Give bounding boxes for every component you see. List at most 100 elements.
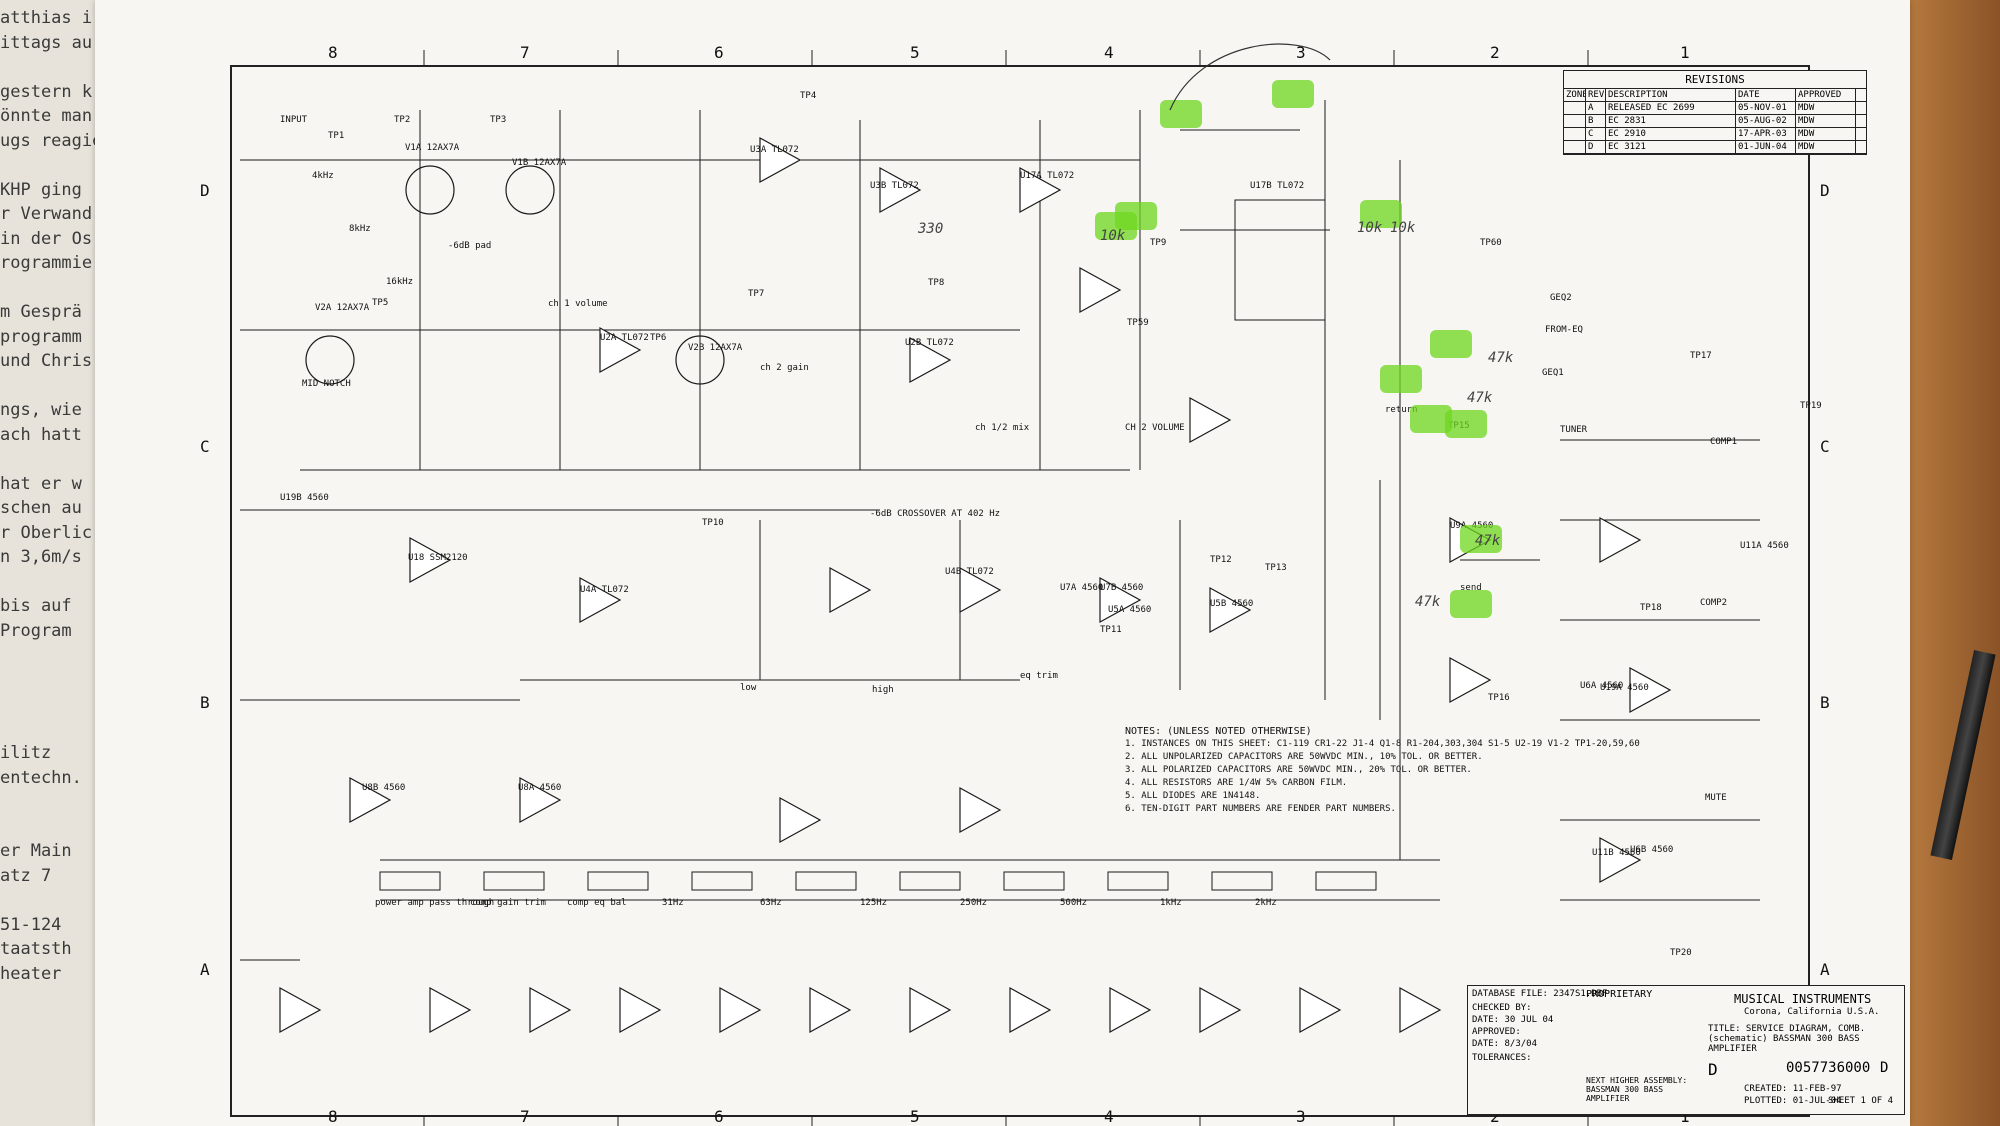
letter-line: heater <box>0 963 62 984</box>
letter-line: ngs, wie <box>0 400 82 420</box>
component-label: 4kHz <box>312 171 334 181</box>
letter-line: hat er w <box>0 473 82 494</box>
eq-slider-pot <box>1211 871 1273 891</box>
revision-cell: EC 2831 <box>1606 115 1736 127</box>
letter-line: schen au <box>0 498 82 518</box>
letter-line: atz 7 <box>0 865 52 886</box>
op-amp-symbol <box>909 336 952 384</box>
op-amp-symbol <box>719 986 762 1034</box>
letter-line: ugs reagier <box>0 130 105 151</box>
note-item: 3. ALL POLARIZED CAPACITORS ARE 50WVDC M… <box>1125 765 1472 775</box>
component-label: V2A 12AX7A <box>315 303 370 313</box>
letter-line: ilitz <box>0 743 52 763</box>
component-label: U2B TL072 <box>905 338 954 348</box>
sheet-number: SHEET 1 OF 4 <box>1828 1096 1894 1106</box>
zone-label-right: D <box>1820 181 1830 200</box>
eq-slider-pot <box>587 871 649 891</box>
component-label: TP13 <box>1265 563 1287 573</box>
eq-slider-pot <box>899 871 961 891</box>
component-label: U11A 4560 <box>1740 541 1789 551</box>
revision-cell: RELEASED EC 2699 <box>1606 102 1736 114</box>
eq-slider-pot <box>1003 871 1065 891</box>
component-label: TP6 <box>650 333 666 343</box>
zone-label-bottom: 7 <box>520 1107 530 1126</box>
op-amp-symbol <box>829 566 872 614</box>
zone-label-top: 8 <box>328 43 338 62</box>
note-item: 1. INSTANCES ON THIS SHEET: C1-119 CR1-2… <box>1125 739 1640 749</box>
component-label: TP19 <box>1800 401 1822 411</box>
op-amp-symbol <box>519 776 562 824</box>
letter-line: Program <box>0 620 72 641</box>
note-item: 6. TEN-DIGIT PART NUMBERS ARE FENDER PAR… <box>1125 804 1396 814</box>
component-label: U7A 4560 <box>1060 583 1103 593</box>
green-highlight <box>1410 405 1452 433</box>
component-label: TP18 <box>1640 603 1662 613</box>
component-label: U5B 4560 <box>1210 599 1253 609</box>
company-name: MUSICAL INSTRUMENTS <box>1734 992 1872 1006</box>
component-label: ch 1 volume <box>548 299 608 309</box>
component-label: TP3 <box>490 115 506 125</box>
component-label: TP1 <box>328 131 344 141</box>
op-amp-symbol <box>959 786 1002 834</box>
revision-cell <box>1564 102 1586 114</box>
op-amp-symbol <box>579 576 622 624</box>
op-amp-symbol <box>599 326 642 374</box>
revision-cell: EC 2910 <box>1606 128 1736 140</box>
zone-label-top: 6 <box>714 43 724 62</box>
eq-slider-pot <box>1107 871 1169 891</box>
notes-list: 1. INSTANCES ON THIS SHEET: C1-119 CR1-2… <box>1125 738 1645 816</box>
zone-label-top: 4 <box>1104 43 1114 62</box>
op-amp-symbol <box>759 136 802 184</box>
revision-cell: 05-NOV-01 <box>1736 102 1796 114</box>
zone-label-bottom: 1 <box>1680 1107 1690 1126</box>
revision-cell <box>1564 128 1586 140</box>
component-label: U4A TL072 <box>580 585 629 595</box>
op-amp-symbol <box>1599 516 1642 564</box>
ic-u18-body <box>1234 199 1326 321</box>
component-label: GEQ1 <box>1542 368 1564 378</box>
component-label: 500Hz <box>1060 898 1087 908</box>
component-label: 8kHz <box>349 224 371 234</box>
component-label: U6B 4560 <box>1630 845 1673 855</box>
green-highlight <box>1445 410 1487 438</box>
revision-cell: 05-AUG-02 <box>1736 115 1796 127</box>
op-amp-symbol <box>909 986 952 1034</box>
zone-label-left: D <box>200 181 210 200</box>
component-label: U3B TL072 <box>870 181 919 191</box>
letter-line: atthias i <box>0 8 93 28</box>
component-label: TP16 <box>1488 693 1510 703</box>
op-amp-symbol <box>1449 656 1492 704</box>
op-amp-symbol <box>529 986 572 1034</box>
green-highlight <box>1160 100 1202 128</box>
zone-label-left: C <box>200 437 210 456</box>
op-amp-symbol <box>1399 986 1442 1034</box>
component-label: TP60 <box>1480 238 1502 248</box>
revision-letter: D <box>1880 1060 1889 1076</box>
letter-line: rogrammie <box>0 253 93 273</box>
op-amp-symbol <box>409 536 452 584</box>
op-amp-symbol <box>879 166 922 214</box>
notes-title: NOTES: (UNLESS NOTED OTHERWISE) <box>1125 726 1312 737</box>
vacuum-tube-symbol <box>305 335 355 385</box>
handwritten-annotation: 47k <box>1467 390 1493 406</box>
green-highlight <box>1380 365 1422 393</box>
vacuum-tube-symbol <box>675 335 725 385</box>
zone-label-bottom: 5 <box>910 1107 920 1126</box>
component-label: TP8 <box>928 278 944 288</box>
zone-label-right: C <box>1820 437 1830 456</box>
zone-label-top: 2 <box>1490 43 1500 62</box>
crossover-label: -6dB CROSSOVER AT 402 Hz <box>870 509 1000 519</box>
op-amp-symbol <box>1199 986 1242 1034</box>
component-label: MUTE <box>1705 793 1727 803</box>
handwritten-annotation: 330 <box>917 221 943 237</box>
green-highlight <box>1430 330 1472 358</box>
revision-cell: D <box>1586 141 1606 153</box>
op-amp-symbol <box>1109 986 1152 1034</box>
component-label: 125Hz <box>860 898 887 908</box>
green-highlight <box>1460 525 1502 553</box>
eq-slider-pot <box>691 871 753 891</box>
